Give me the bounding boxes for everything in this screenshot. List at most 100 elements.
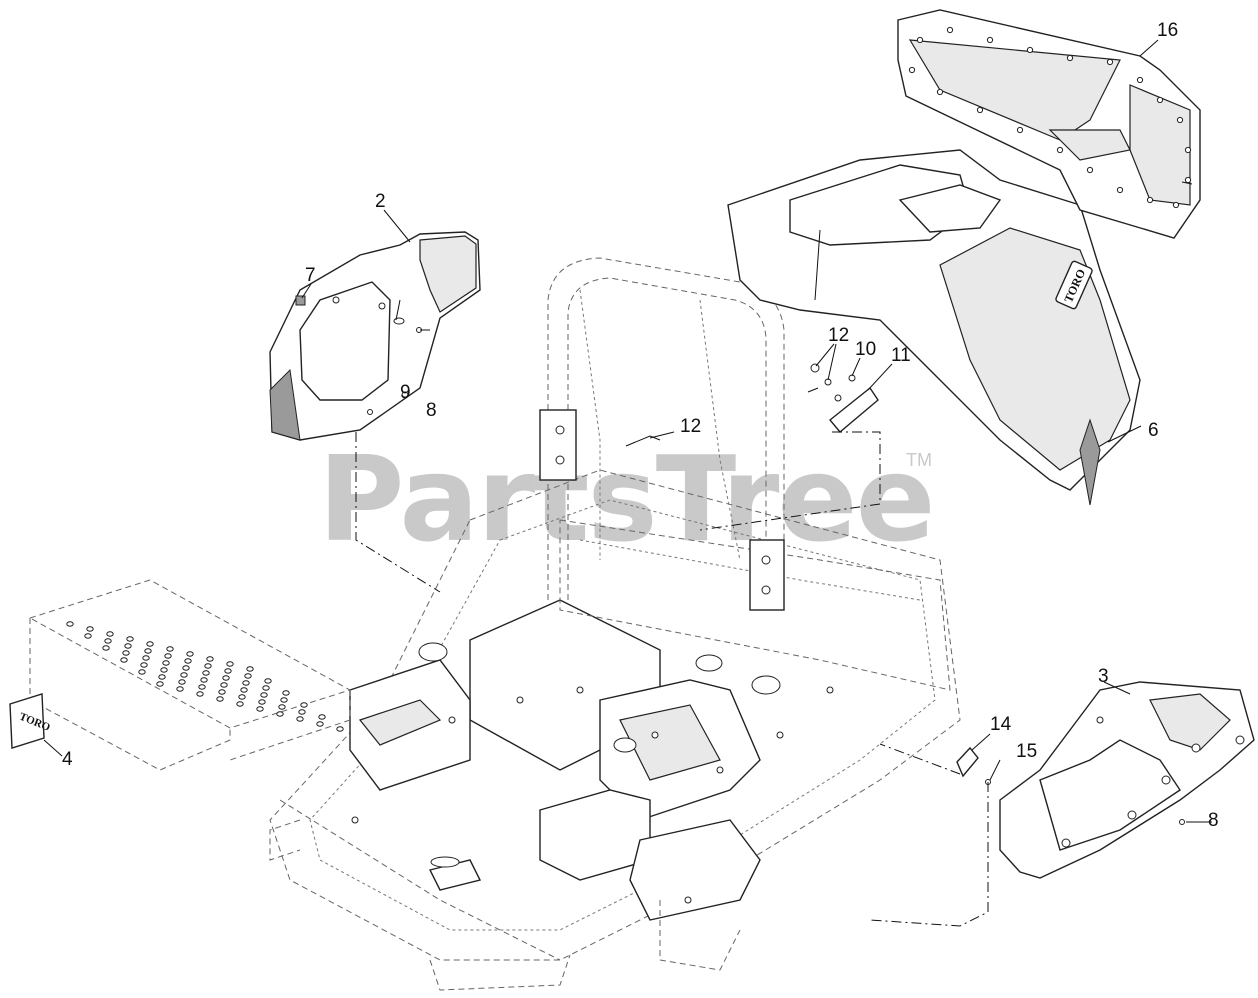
callout-16: 16	[1157, 20, 1178, 41]
leader-lines	[43, 39, 1212, 823]
watermark-text: PartsTree	[318, 430, 934, 568]
seat-rivet	[1156, 96, 1164, 104]
footrest-hole	[120, 657, 128, 663]
footrest-hole	[278, 704, 286, 710]
footrest-hole	[184, 658, 192, 664]
footrest-hole	[258, 699, 266, 705]
callout-6: 6	[1148, 420, 1159, 441]
footrest-hole	[156, 681, 164, 687]
right-fender-cover	[999, 681, 1255, 879]
footrest-hole	[178, 679, 186, 685]
footrest-hole	[336, 726, 344, 732]
footrest-hole	[104, 638, 112, 644]
footrest-hole	[260, 692, 268, 698]
callout-8-right: 8	[1208, 810, 1219, 831]
seat-rivet	[1176, 116, 1184, 124]
footrest-hole	[146, 641, 154, 647]
seat-rivet	[1106, 58, 1114, 66]
footrest-hole	[220, 682, 228, 688]
callout-2: 2	[375, 191, 386, 212]
callout-9: 9	[400, 382, 411, 403]
footrest-hole	[264, 678, 272, 684]
footrest-hole	[84, 633, 92, 639]
seat-rivet	[916, 36, 924, 44]
footrest-hole	[256, 706, 264, 712]
seat-rivet	[936, 88, 944, 96]
seat-rivet	[986, 36, 994, 44]
left-fender-cover	[269, 231, 481, 441]
footrest-hole	[240, 687, 248, 693]
callout-12-upper: 12	[828, 325, 849, 346]
seat-rivet	[1184, 176, 1192, 184]
callout-7: 7	[305, 265, 316, 286]
callout-3: 3	[1098, 666, 1109, 687]
footrest-hole	[282, 690, 290, 696]
frame	[269, 469, 961, 991]
footrest-hole	[280, 697, 288, 703]
seat-rivet	[946, 26, 954, 34]
footrest-hole	[316, 721, 324, 727]
roll-bar	[539, 257, 785, 611]
seat-rivet	[1066, 54, 1074, 62]
seat-rivet	[908, 66, 916, 74]
footrest-hole	[162, 660, 170, 666]
footrest-hole	[144, 648, 152, 654]
footrest-hole	[164, 653, 172, 659]
footrest-hole	[246, 666, 254, 672]
footrest-hole	[182, 665, 190, 671]
footrest-hole	[242, 680, 250, 686]
footrest-hole	[204, 663, 212, 669]
footrest-hole	[218, 689, 226, 695]
washer	[393, 317, 405, 325]
spring-clip	[625, 387, 819, 447]
footrest-hole	[206, 656, 214, 662]
bracket	[956, 746, 979, 778]
watermark: PartsTree TM	[318, 430, 936, 568]
latch-hardware	[810, 363, 879, 433]
callout-8-left: 8	[426, 400, 437, 421]
footrest-hole	[202, 670, 210, 676]
footrest-hole	[200, 677, 208, 683]
footrest-hole	[262, 685, 270, 691]
seat-rivet	[1016, 126, 1024, 134]
footrest-hole	[238, 694, 246, 700]
footrest-hole	[126, 636, 134, 642]
footrest-hole	[298, 709, 306, 715]
callout-12-lower: 12	[680, 416, 701, 437]
callout-labels: 16 2 7 12 10 11 9 8 12 6 3 4 14 15 8	[62, 20, 1219, 831]
seat-rivet	[1086, 166, 1094, 174]
footrest-hole	[102, 645, 110, 651]
footrest-hole	[180, 672, 188, 678]
footrest-hole	[216, 696, 224, 702]
footrest-hole	[186, 651, 194, 657]
footrest-hole	[296, 716, 304, 722]
decal-toro: TORO	[9, 693, 52, 749]
watermark-trademark: TM	[906, 450, 932, 470]
footrest-hole	[222, 675, 230, 681]
seat-rivet	[1146, 196, 1154, 204]
seat-rivet	[1056, 146, 1064, 154]
footrest-hole	[244, 673, 252, 679]
footrest-hole	[66, 621, 74, 627]
callout-4: 4	[62, 749, 73, 770]
callout-14: 14	[990, 714, 1012, 735]
footrest-hole	[198, 684, 206, 690]
footrest-hole	[276, 711, 284, 717]
footrest-hole	[106, 631, 114, 637]
footrest-hole	[318, 714, 326, 720]
footrest-hole	[176, 686, 184, 692]
footrest-hole	[142, 655, 150, 661]
footrest-hole	[226, 661, 234, 667]
footrest-hole	[166, 646, 174, 652]
footrest-hole	[158, 674, 166, 680]
seat-rivet	[976, 106, 984, 114]
footrest-hole	[160, 667, 168, 673]
seat-rivet	[1026, 46, 1034, 54]
footrest-hole	[224, 668, 232, 674]
rear-hood: TORO	[727, 149, 1141, 506]
footrest-hole	[196, 691, 204, 697]
footrest-hole	[300, 702, 308, 708]
footrest-hole	[122, 650, 130, 656]
footrest	[28, 579, 352, 771]
